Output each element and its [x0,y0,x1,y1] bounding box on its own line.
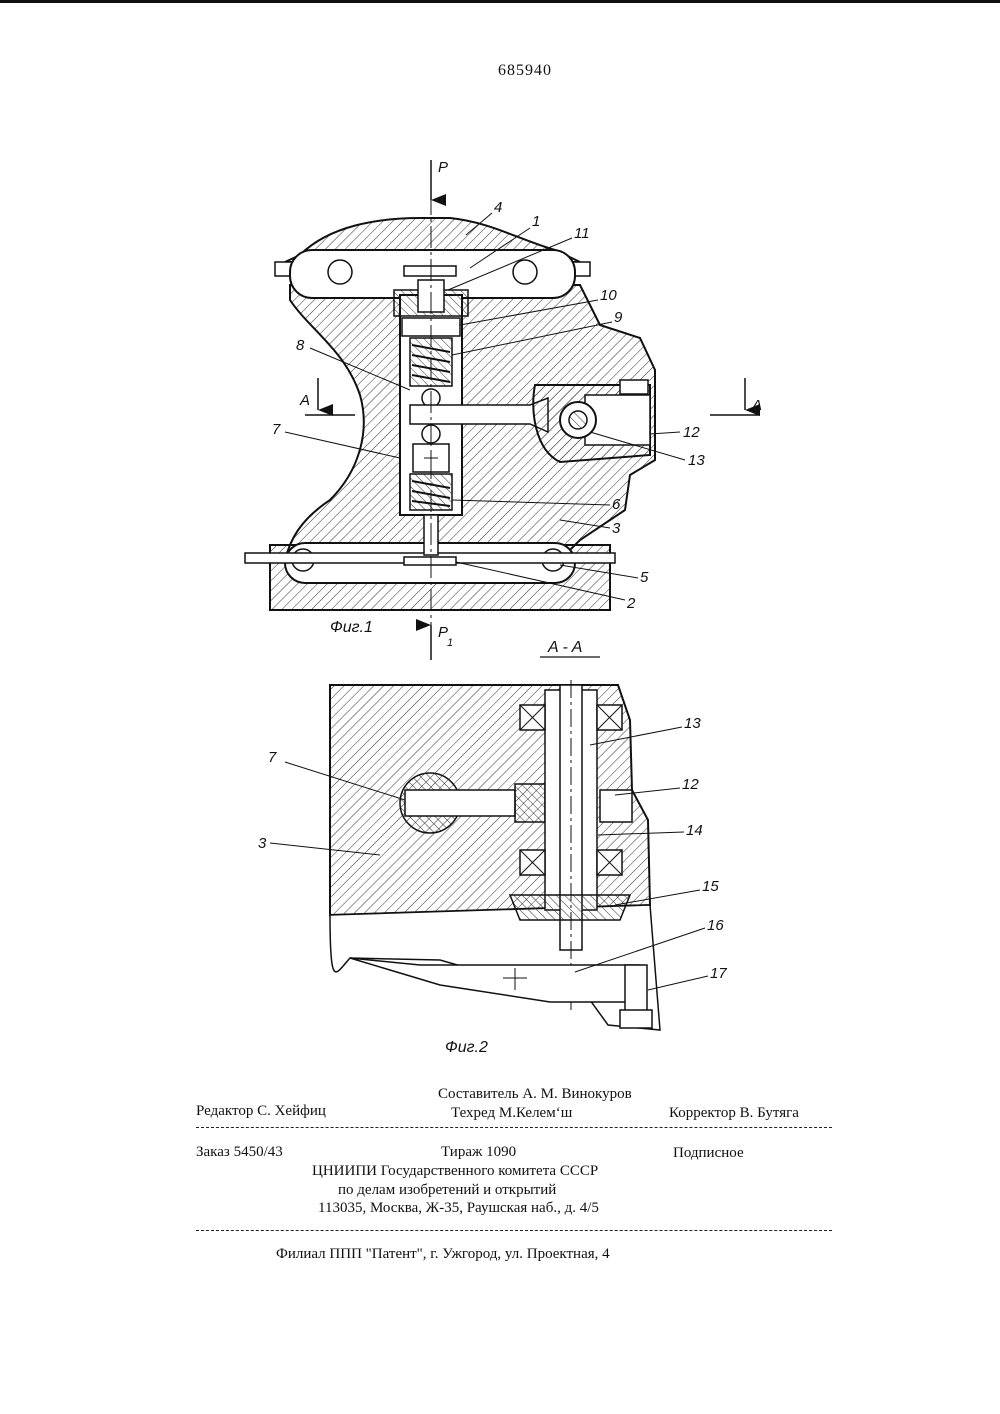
label-13: 13 [688,452,705,469]
membrane-plate-2 [404,557,456,565]
section-mark-left: A [299,392,310,409]
label-5: 5 [640,569,649,586]
section-mark-right: A [751,397,762,414]
label-8: 8 [296,337,305,354]
label-13-fig2: 13 [684,715,701,732]
label-15: 15 [702,878,719,895]
branch-line: Филиал ППП "Патент", г. Ужгород, ул. Про… [276,1246,610,1263]
subscription-line: Подписное [673,1145,744,1162]
force-p1-subscript: 1 [447,637,453,649]
label-7: 7 [272,421,281,438]
label-11: 11 [574,225,590,242]
force-p-label: P [438,159,448,176]
corrector-line: Корректор В. Бутяга [669,1105,799,1122]
label-12: 12 [683,424,700,441]
editor-line: Редактор С. Хейфиц [196,1103,326,1120]
bolt-17 [625,965,647,1015]
label-1: 1 [532,213,540,230]
org-line-3: 113035, Москва, Ж-35, Раушская наб., д. … [318,1200,599,1217]
label-9: 9 [614,309,623,326]
compiler-line: Составитель А. М. Винокуров [438,1086,632,1103]
flange-15 [510,895,630,920]
order-line: Заказ 5450/43 [196,1144,283,1161]
label-2: 2 [626,595,636,612]
label-17: 17 [710,965,727,982]
label-10: 10 [600,287,617,304]
label-14: 14 [686,822,703,839]
label-4: 4 [494,199,502,216]
techred-line: Техред М.Келемʻш [451,1105,572,1122]
figure-1: A A P P 1 4 1 11 10 9 8 7 12 [245,159,762,660]
divider-1 [196,1127,832,1128]
label-3: 3 [612,520,621,537]
circulation-line: Тираж 1090 [441,1144,516,1161]
org-line-1: ЦНИИПИ Государственного комитета СССР [312,1163,598,1180]
label-16: 16 [707,917,724,934]
org-line-2: по делам изобретений и открытий [338,1182,556,1199]
label-6: 6 [612,496,621,513]
label-7-fig2: 7 [268,749,277,766]
figure-1-caption: Фиг.1 [330,619,373,636]
section-title: A - A [547,639,582,656]
label-3-fig2: 3 [258,835,267,852]
divider-2 [196,1230,832,1231]
figure-2-caption: Фиг.2 [445,1039,488,1056]
label-12-fig2: 12 [682,776,699,793]
figure-2: A - A [258,639,727,1056]
membrane-plate-1 [404,266,456,276]
lever-8-section [405,790,515,816]
